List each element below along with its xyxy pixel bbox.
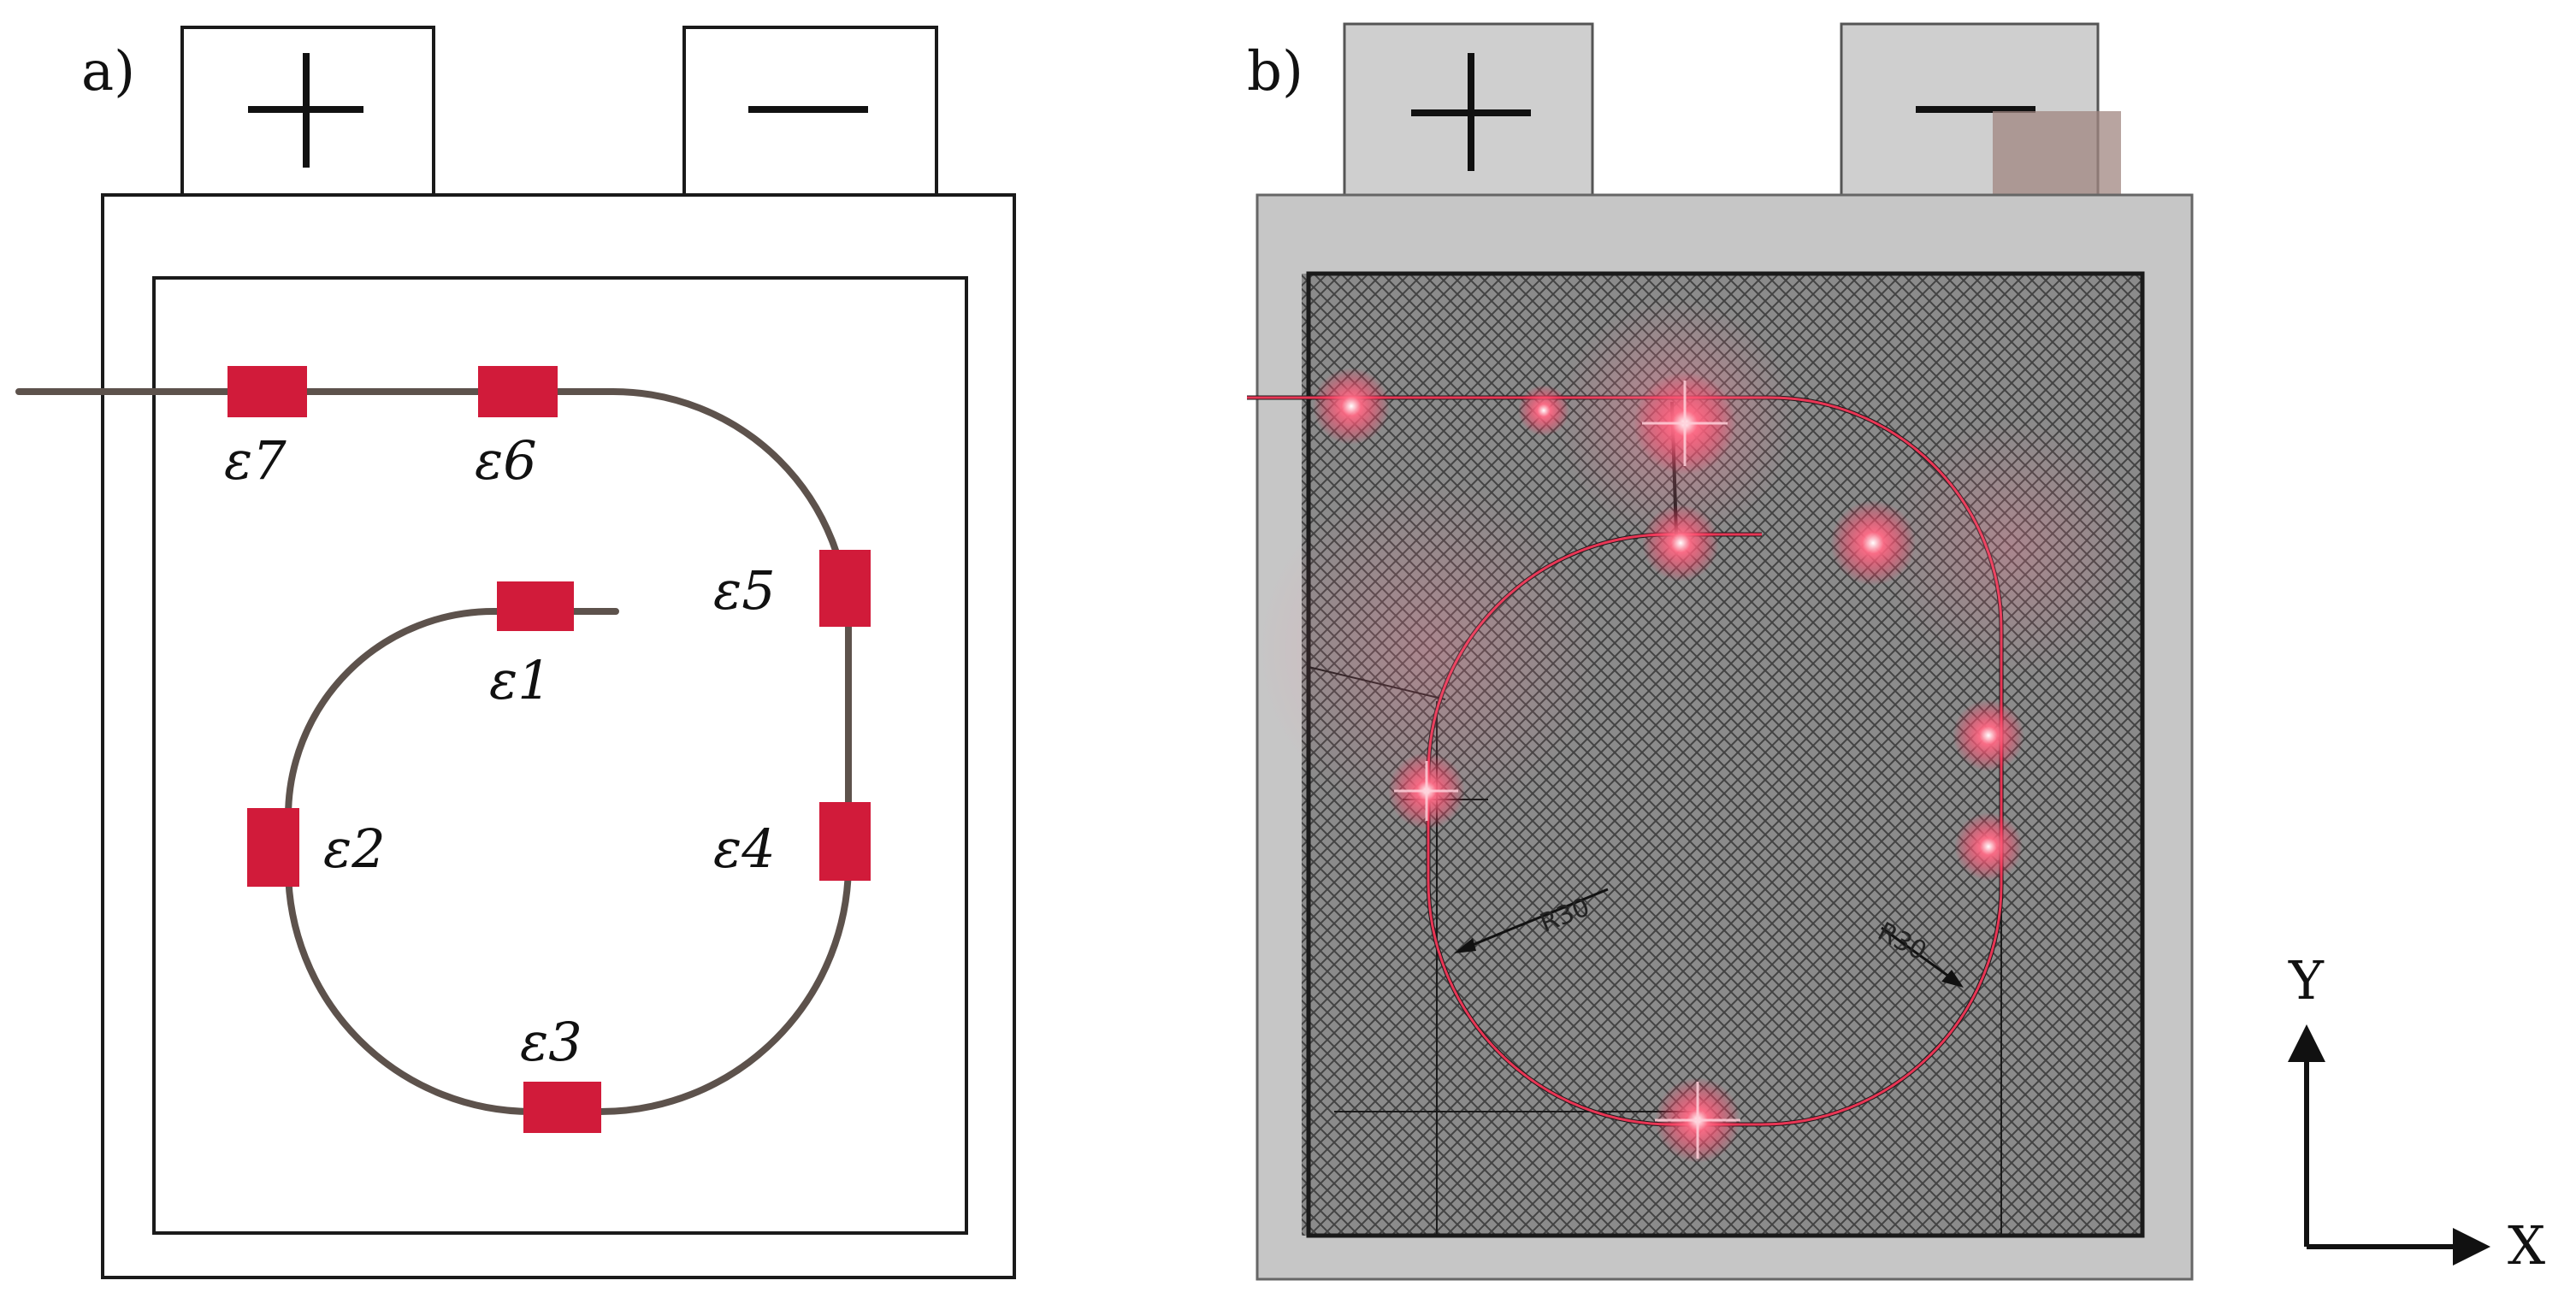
glow-e7 (1313, 368, 1390, 445)
y-axis-label: Y (2288, 949, 2325, 1012)
dimension-arrows (1457, 888, 1959, 985)
sensor-label-e1: ε1 (489, 649, 552, 711)
x-axis-label: X (2508, 1214, 2545, 1277)
glow-e1 (1642, 504, 1719, 581)
x-axis-arrowhead (2453, 1228, 2490, 1266)
sensor-e5 (819, 550, 871, 627)
negative-tab-photo (1840, 22, 2121, 265)
panel-b-photo: b) (1247, 22, 2194, 1281)
battery-inner-cell (152, 276, 968, 1235)
glow-e5 (1830, 500, 1916, 586)
sensor-label-e7: ε7 (224, 429, 287, 492)
laser-glow-points (1257, 299, 2138, 1163)
negative-terminal (682, 26, 938, 198)
panel-b-label: b) (1247, 40, 1303, 103)
xy-axes: Y X (2288, 949, 2545, 1277)
sensor-e7 (227, 366, 307, 417)
sensor-label-e4: ε4 (713, 817, 776, 880)
sensor-e1 (497, 581, 574, 631)
sensor-e6 (478, 366, 558, 417)
sensor-e2 (247, 808, 299, 887)
sensor-e4 (819, 802, 871, 881)
sensor-e3 (523, 1082, 601, 1133)
sensor-label-e3: ε3 (520, 1011, 582, 1073)
y-axis-arrowhead (2288, 1024, 2325, 1062)
positive-terminal (180, 26, 435, 198)
panel-a-label: a) (81, 40, 135, 103)
positive-tab-photo (1343, 22, 1594, 201)
sensor-label-e5: ε5 (713, 559, 776, 622)
glow-e4 (1953, 699, 2024, 771)
panel-a-schematic: a) ε1 ε2 ε3 ε4 ε5 ε6 ε7 (15, 26, 1016, 1279)
sensor-label-e6: ε6 (475, 429, 537, 492)
sensor-label-e2: ε2 (323, 817, 386, 880)
